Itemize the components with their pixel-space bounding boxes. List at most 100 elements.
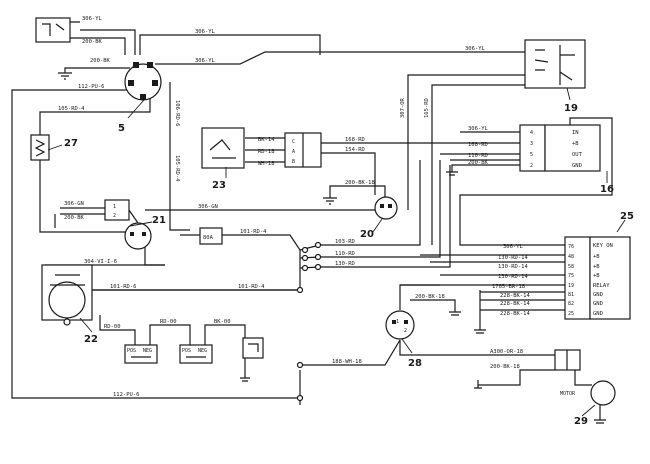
wire-label: 200-BK-18 xyxy=(415,294,445,300)
pin-label: NEG xyxy=(198,348,207,354)
label-c21: 21 xyxy=(152,215,166,226)
motor-29 xyxy=(554,349,616,406)
pin-label: B xyxy=(292,159,295,165)
pin-label: GND xyxy=(593,311,603,317)
pin-label: 48 xyxy=(568,254,574,260)
wire-network xyxy=(11,21,613,424)
wire-label: 130-RD-14 xyxy=(498,274,528,280)
wire-label: WH-18 xyxy=(258,161,275,167)
wire-label: 130-RD-14 xyxy=(498,255,528,261)
terminal-junctions xyxy=(296,241,322,402)
label-c16: 16 xyxy=(600,184,614,195)
label-c22: 22 xyxy=(84,334,98,345)
pin-label: 1 xyxy=(113,204,116,210)
switch-5 xyxy=(124,62,162,101)
label-c25: 25 xyxy=(620,211,634,222)
wire-label: 306-YL xyxy=(503,244,524,250)
controller-16 xyxy=(519,124,601,172)
wire-label: 200-BK xyxy=(468,160,489,166)
wire-label: RD-00 xyxy=(104,324,121,330)
relay-19 xyxy=(524,39,586,89)
pin-label: RELAY xyxy=(593,283,610,289)
pin-label: 5 xyxy=(530,152,533,158)
pin-label: 81 xyxy=(568,292,574,298)
wire-label: BK-00 xyxy=(214,319,231,325)
label-c23: 23 xyxy=(212,180,226,191)
wire-label: 306-GN xyxy=(64,201,84,207)
wire-label: 228-BK-14 xyxy=(500,301,530,307)
keyswitch-title: KEY ON xyxy=(593,243,613,249)
pin-label: +B xyxy=(572,141,579,147)
battery-2 xyxy=(179,344,213,364)
wire-label: A300-OR-18 xyxy=(490,349,523,355)
pin-label: NEG xyxy=(143,348,152,354)
label-c29: 29 xyxy=(574,416,588,427)
wire-label: 228-BK-14 xyxy=(500,293,530,299)
wire-label: 306-YL xyxy=(195,29,216,35)
pin-label: 2 xyxy=(404,328,407,334)
wire-label: 306-YL xyxy=(82,16,103,22)
wire-label: 105-RD-4 xyxy=(58,106,85,112)
wire-label: 130-RD-14 xyxy=(498,264,528,270)
pin-label: 76 xyxy=(568,244,574,250)
pin-label: 3 xyxy=(530,141,533,147)
wire-label: 105-RD-4 xyxy=(174,155,180,182)
pin-label: 25 xyxy=(568,311,574,317)
wire-label: 112-PU-6 xyxy=(113,392,140,398)
wire-label: 200-BK-18 xyxy=(345,180,375,186)
switch-23 xyxy=(201,127,322,169)
pin-label: 58 xyxy=(568,264,574,270)
pin-label: +B xyxy=(593,273,600,279)
wire-label: 165-RD xyxy=(424,98,430,118)
relay-21 xyxy=(104,199,152,250)
pin-label: IN xyxy=(572,130,579,136)
pin-label: 19 xyxy=(568,283,574,289)
wire-label: 168-RD xyxy=(468,142,488,148)
wire-label: 200-BK xyxy=(82,39,103,45)
wire-label: 200-BK-18 xyxy=(490,364,520,370)
label-c19: 19 xyxy=(564,103,578,114)
pin-label: 2 xyxy=(530,163,533,169)
label-c20: 20 xyxy=(360,229,374,240)
motor-label: MOTOR xyxy=(560,391,576,397)
wire-label: 1705-BR-18 xyxy=(492,284,525,290)
wire-label: 306-YL xyxy=(195,58,216,64)
pin-label: C xyxy=(292,139,295,145)
wire-label: 306-YL xyxy=(465,46,486,52)
pin-label: 2 xyxy=(113,213,116,219)
wire-label: 130-RD xyxy=(335,261,355,267)
pin-label: OUT xyxy=(572,152,583,158)
pin-label: 4 xyxy=(530,130,533,136)
pump-motor-22 xyxy=(41,264,93,326)
wire-label: 307-OR xyxy=(400,97,406,118)
wire-label: BK-14 xyxy=(258,137,275,143)
wire-label: 200-BK xyxy=(90,58,111,64)
wire-label: RD-18 xyxy=(258,149,275,155)
pin-label: GND xyxy=(593,301,603,307)
wire-label: 228-BK-14 xyxy=(500,311,530,317)
fuse-label: 80A xyxy=(203,235,214,241)
pin-label: GND xyxy=(572,163,582,169)
pin-label: GND xyxy=(593,292,603,298)
wire-label: 112-PU-6 xyxy=(78,84,105,90)
keyswitch-25 xyxy=(564,236,631,320)
wire-label: 306-YL xyxy=(468,126,489,132)
pin-label: 82 xyxy=(568,301,574,307)
wire-label: 101-RD-4 xyxy=(238,284,265,290)
label-c5: 5 xyxy=(118,123,125,134)
top-switch xyxy=(35,17,71,43)
callout-pointers xyxy=(47,87,626,417)
bk-plug xyxy=(242,337,264,359)
wire-label: 154-RD xyxy=(345,147,365,153)
wire-label: 304-VI-I-6 xyxy=(84,259,117,265)
pin-label: POS xyxy=(182,348,191,354)
fuse-80a xyxy=(199,227,223,245)
wire-label: 106-RD-6 xyxy=(174,100,180,127)
wire-label: 103-RD xyxy=(335,239,355,245)
sensor-20 xyxy=(374,196,398,220)
pin-label: POS xyxy=(127,348,136,354)
pin-label: +B xyxy=(593,264,600,270)
wire-label: 188-WH-18 xyxy=(332,359,362,365)
wire-label: 306-GN xyxy=(198,204,218,210)
